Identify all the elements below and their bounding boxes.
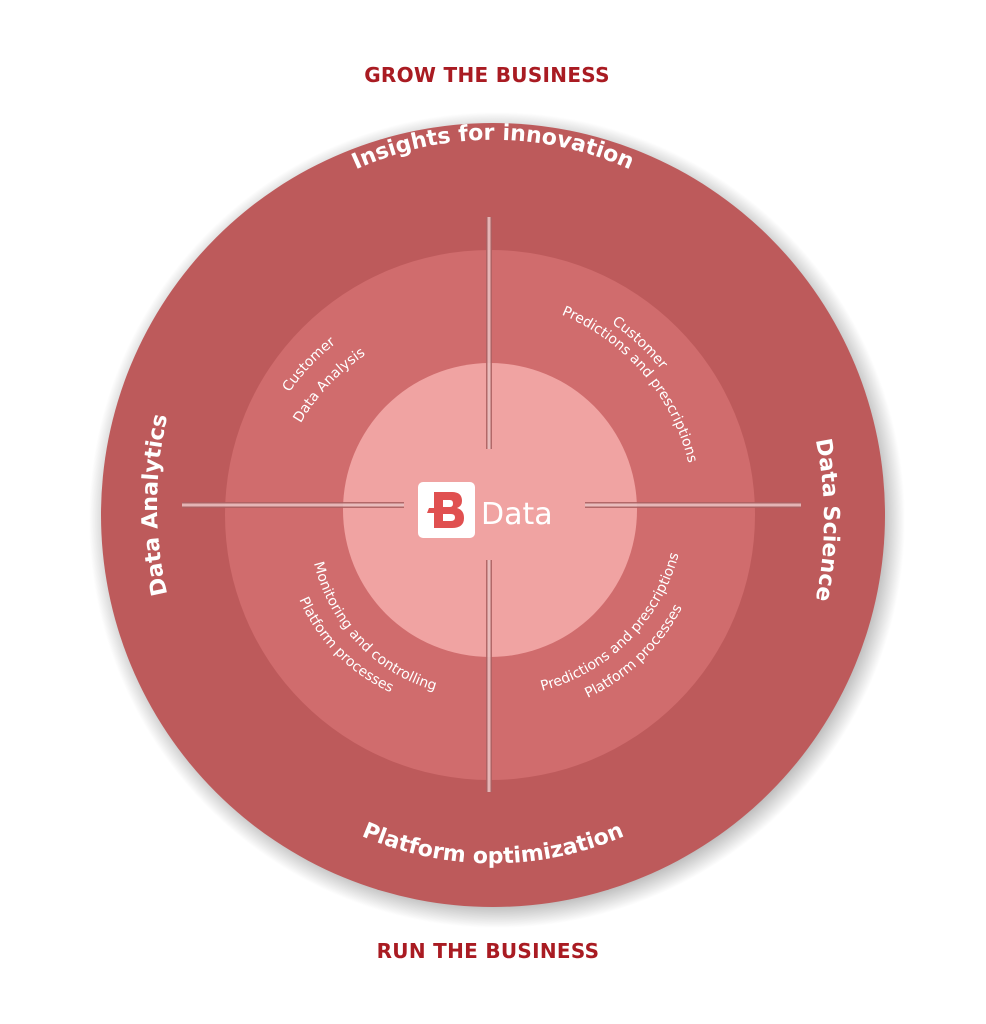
heading-run-business: RUN THE BUSINESS: [377, 939, 600, 963]
divider-top: [486, 217, 492, 449]
b-logo-glyph: [427, 492, 464, 528]
divider-bottom: [486, 560, 492, 792]
heading-grow-business: GROW THE BUSINESS: [364, 63, 610, 87]
divider-right: [585, 502, 801, 508]
logo: Data: [418, 482, 553, 538]
center-disc: [343, 363, 637, 657]
divider-left: [182, 502, 404, 508]
logo-text: Data: [481, 497, 553, 532]
